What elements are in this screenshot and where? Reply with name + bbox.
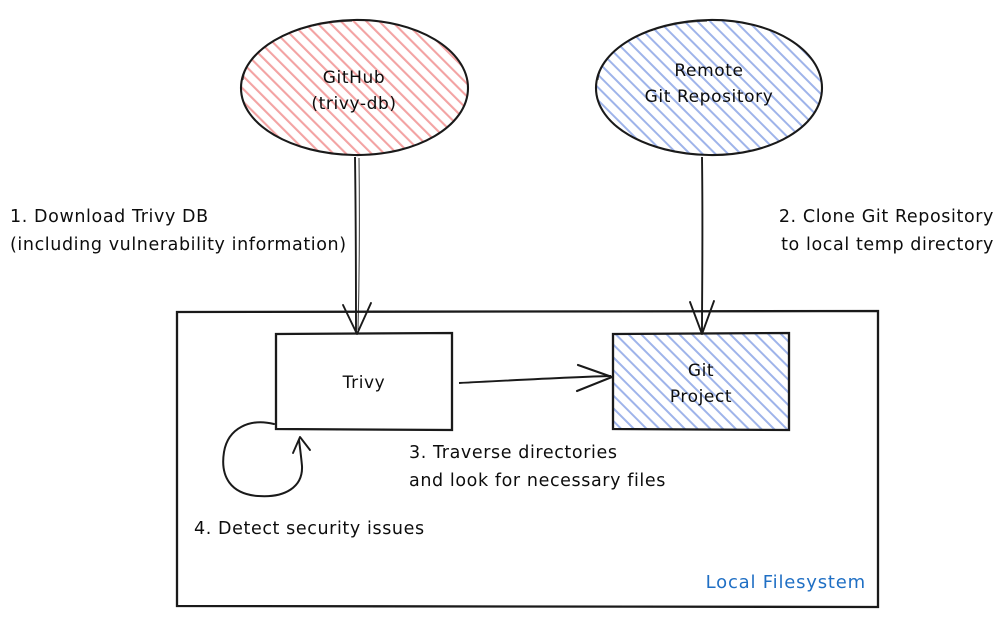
git-project-box[interactable]: Git Project xyxy=(611,331,791,432)
step-1-label: 1. Download Trivy DB (including vulnerab… xyxy=(10,207,347,255)
trivy-box-rect xyxy=(274,331,454,432)
edge-github-trivy xyxy=(342,156,372,335)
local-filesystem-container[interactable]: Local Filesystem xyxy=(175,309,880,609)
step-3-line-2: and look for necessary files xyxy=(409,471,666,491)
edge-trivy-self xyxy=(222,421,311,498)
step-4-line-1: 4. Detect security issues xyxy=(194,519,425,539)
github-label-line-2: (trivy-db) xyxy=(311,94,396,114)
step-1-line-2: (including vulnerability information) xyxy=(10,235,347,255)
step-2-line-2: to local temp directory xyxy=(781,235,994,255)
github-ellipse[interactable]: GitHub (trivy-db) xyxy=(239,18,470,157)
github-ellipse-sketch-overstroke xyxy=(242,20,353,81)
step-2-line-1: 2. Clone Git Repository xyxy=(779,207,994,227)
step-2-label: 2. Clone Git Repository to local temp di… xyxy=(779,207,994,255)
edge-github-trivy-line-sketch xyxy=(357,157,360,331)
trivy-box-label: Trivy xyxy=(342,373,386,393)
edge-trivy-self-loop-path xyxy=(222,421,304,498)
local-filesystem-rect xyxy=(175,309,880,609)
trivy-box[interactable]: Trivy xyxy=(274,331,454,432)
step-3-line-1: 3. Traverse directories xyxy=(409,443,618,463)
edge-trivy-gitproject xyxy=(458,363,614,393)
git-project-label-line-2: Project xyxy=(670,387,732,407)
edge-github-trivy-arrowhead xyxy=(342,302,372,335)
remote-git-repository-ellipse[interactable]: Remote Git Repository xyxy=(594,18,824,157)
remote-repo-label-line-2: Git Repository xyxy=(645,87,774,107)
git-project-label-line-1: Git xyxy=(688,361,714,381)
step-3-label: 3. Traverse directories and look for nec… xyxy=(409,443,666,491)
step-1-line-1: 1. Download Trivy DB xyxy=(10,207,209,227)
edge-github-trivy-line xyxy=(354,156,357,333)
github-label-line-1: GitHub xyxy=(323,68,386,88)
edge-trivy-gitproject-arrowhead xyxy=(575,363,614,393)
step-4-label: 4. Detect security issues xyxy=(194,519,425,539)
git-project-box-rect xyxy=(611,331,791,432)
edge-remote-gitproject-arrowhead xyxy=(689,300,715,335)
edge-remote-gitproject xyxy=(689,156,715,335)
edge-trivy-self-arrowhead xyxy=(292,436,311,454)
edge-trivy-gitproject-line xyxy=(458,375,612,384)
remote-repo-label-line-1: Remote xyxy=(674,61,743,81)
local-filesystem-label: Local Filesystem xyxy=(706,572,866,593)
remote-repo-ellipse-sketch-overstroke xyxy=(597,20,708,81)
